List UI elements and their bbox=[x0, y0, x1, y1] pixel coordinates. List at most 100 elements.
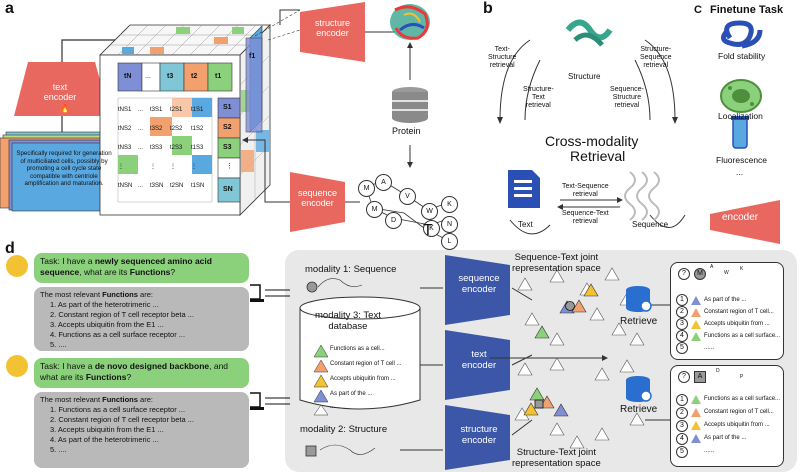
answer-item: 4. Functions as a cell surface receptor … bbox=[50, 330, 186, 339]
modality-2-label: modality 2: Structure bbox=[300, 424, 388, 435]
query-seq-node: M bbox=[694, 268, 706, 280]
query-mark: ? bbox=[678, 371, 690, 383]
matrix-cell: t1S1 bbox=[191, 106, 204, 113]
arrow-label: Text-Sequence retrieval bbox=[562, 183, 609, 198]
answer-2-bubble: The most relevant Functions are: 1. Func… bbox=[34, 392, 249, 468]
t-label: t1 bbox=[215, 73, 222, 80]
answer-text: The most relevant bbox=[40, 395, 103, 404]
result-row: 5...... bbox=[676, 342, 780, 354]
result-text: ...... bbox=[704, 344, 715, 351]
residue-node: W bbox=[421, 203, 438, 220]
matrix-cell: t1S2 bbox=[191, 125, 204, 132]
sequence-encoder-shape bbox=[290, 172, 345, 232]
result-text: As part of the ... bbox=[704, 435, 747, 441]
answer-text: The most relevant bbox=[40, 290, 103, 299]
d-sequence-encoder-shape bbox=[445, 255, 510, 325]
result-text: Constant region of T cell... bbox=[704, 308, 774, 315]
db-item: ...... bbox=[330, 404, 341, 410]
matrix-cell: t2S3 bbox=[170, 144, 183, 151]
residue-node: M bbox=[358, 180, 375, 197]
triangle-marker bbox=[691, 447, 701, 456]
matrix-cell: tNS2 bbox=[118, 125, 132, 132]
answer-emphasis: Functions bbox=[102, 395, 138, 404]
triangle-marker bbox=[691, 331, 701, 341]
cross-modality-title: Cross-modality Retrieval bbox=[545, 134, 638, 164]
s-label: ⋮ bbox=[226, 163, 233, 170]
task-emphasis: Functions bbox=[129, 267, 171, 277]
panel-c-graphic bbox=[710, 20, 780, 244]
t-label: ... bbox=[145, 73, 151, 80]
modality-3-label: modality 3: Text database bbox=[315, 310, 381, 332]
task-label: Fluorescence bbox=[716, 155, 768, 165]
result-row: 2 Constant region of T cell... bbox=[676, 406, 780, 419]
fluorescence-icon bbox=[731, 116, 749, 149]
residue-node: A bbox=[375, 174, 392, 191]
matrix-row: ⋮⋮⋮⋮ bbox=[118, 157, 212, 176]
task-text: Task: I have a bbox=[40, 361, 95, 371]
task-label: Localization bbox=[718, 111, 763, 121]
answer-head: The most relevant Functions are: bbox=[40, 395, 243, 405]
residue-node: L bbox=[441, 233, 458, 250]
task-text: ? bbox=[126, 372, 132, 382]
result-text: Accepts ubiquitin from ... bbox=[704, 320, 770, 327]
rank-badge: 3 bbox=[676, 318, 688, 330]
rank-badge: 2 bbox=[676, 306, 688, 318]
f-label: f1 bbox=[249, 53, 256, 60]
protein-structure-image bbox=[390, 4, 430, 40]
triangle-marker bbox=[691, 307, 701, 317]
answer-text: are: bbox=[137, 290, 153, 299]
sequence-label: Sequence bbox=[632, 220, 669, 229]
task-label: ... bbox=[736, 167, 744, 177]
answer-text: are: bbox=[137, 395, 153, 404]
task-1-bubble: Task: I have a newly sequenced amino aci… bbox=[34, 253, 249, 283]
fold-stability-icon bbox=[721, 20, 763, 49]
answer-item: 4. As part of the heterotrimeric ... bbox=[50, 435, 159, 444]
sequence-encoder-label: sequence encoder bbox=[297, 188, 338, 208]
arrow-label: Structure- Text retrieval bbox=[523, 86, 554, 109]
t-label: t2 bbox=[191, 73, 198, 80]
retrieve-database-icon bbox=[626, 286, 652, 312]
s-label: S2 bbox=[223, 124, 232, 131]
result-row: 3 Accepts ubiquitin from ... bbox=[676, 318, 780, 330]
answer-1-bubble: The most relevant Functions are: 1. As p… bbox=[34, 287, 249, 351]
db-item: Functions as a cell... bbox=[330, 346, 385, 352]
residue-node: M bbox=[366, 201, 383, 218]
mini-residue: W bbox=[724, 270, 729, 276]
triangle-marker bbox=[691, 319, 701, 329]
task-text: , and what are its bbox=[40, 361, 229, 382]
result-text: As part of the ... bbox=[704, 296, 747, 303]
answer-item: 3. Accepts ubiquitin from the E1 ... bbox=[50, 320, 164, 329]
matrix-cell: t2S2 bbox=[170, 125, 183, 132]
result-text: Constant region of T cell... bbox=[704, 409, 774, 415]
t-label: t3 bbox=[167, 73, 174, 80]
matrix-cell: ... bbox=[138, 106, 144, 113]
matrix-cell: t2S1 bbox=[170, 106, 183, 113]
task-emphasis: Functions bbox=[85, 372, 127, 382]
rank-badge: 2 bbox=[676, 406, 688, 419]
result-box-2 bbox=[670, 365, 784, 467]
rank-badge: 1 bbox=[676, 393, 688, 406]
task-2-bubble: Task: I have a de novo designed backbone… bbox=[34, 358, 249, 388]
s-label: S1 bbox=[223, 104, 232, 111]
task-emphasis: newly sequenced amino acid sequence bbox=[40, 256, 212, 277]
triangle-marker bbox=[691, 343, 701, 353]
modality-1-label: modality 1: Sequence bbox=[305, 264, 397, 275]
panel-b-graphic bbox=[497, 19, 686, 235]
triangle-marker bbox=[691, 395, 701, 404]
matrix-cell: ⋮ bbox=[118, 164, 124, 170]
result-text: Functions as a cell surface... bbox=[704, 332, 781, 339]
rank-badge: 5 bbox=[676, 342, 688, 354]
structure-encoder-shape bbox=[300, 2, 365, 62]
residue-node: K bbox=[441, 196, 458, 213]
task-text: Task: I have a bbox=[40, 256, 95, 266]
matrix-cell: t3S2 bbox=[150, 125, 163, 132]
panel-d-letter: d bbox=[5, 240, 15, 257]
